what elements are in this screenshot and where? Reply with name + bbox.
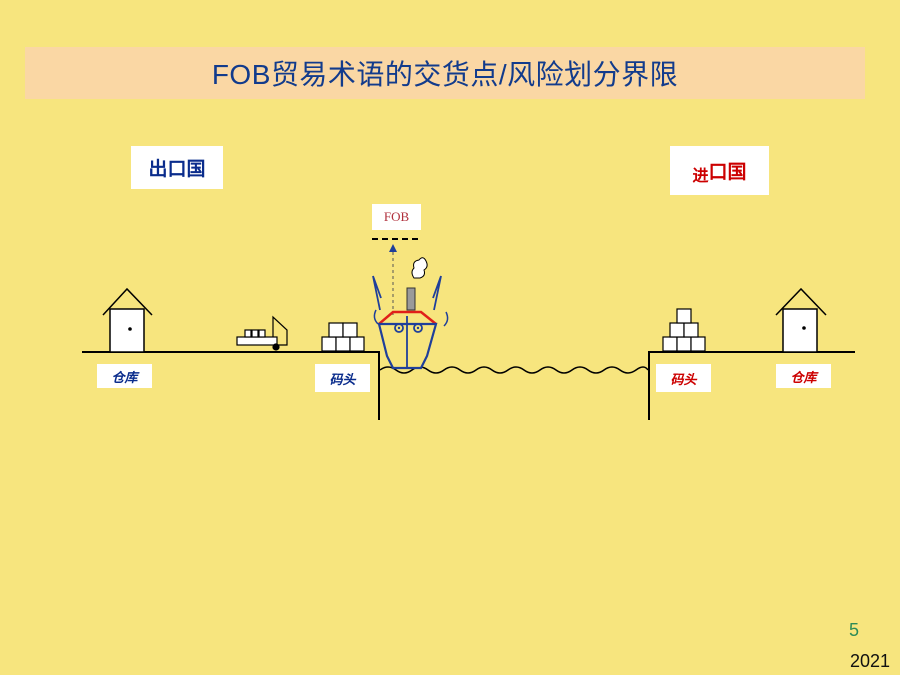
ship-rail-arrow-head xyxy=(389,244,397,252)
export-country-label: 出口国 xyxy=(131,146,223,189)
warehouse-left-label: 仓库 xyxy=(97,364,152,388)
cargo-boxes-right-icon xyxy=(662,308,706,352)
import-country-prefix: 进 xyxy=(692,165,709,185)
warehouse-right-icon xyxy=(775,287,827,353)
dock-right-text: 码头 xyxy=(670,372,697,388)
water-wave xyxy=(379,366,649,374)
warehouse-right-text: 仓库 xyxy=(790,370,817,386)
warehouse-left-text: 仓库 xyxy=(111,370,138,386)
ship-icon xyxy=(372,257,449,370)
page-title: FOB贸易术语的交货点/风险划分界限 xyxy=(211,59,679,90)
cargo-boxes-left-icon xyxy=(321,322,365,352)
title-bar: FOB贸易术语的交货点/风险划分界限 xyxy=(25,47,865,99)
fob-label: FOB xyxy=(372,204,421,230)
import-country-label: 进口国 xyxy=(670,146,769,195)
dock-left-label: 码头 xyxy=(315,364,370,392)
dock-left-text: 码头 xyxy=(329,372,356,388)
year-label: 2021 xyxy=(850,651,891,671)
warehouse-right-label: 仓库 xyxy=(776,364,831,388)
dock-right-label: 码头 xyxy=(656,364,711,392)
export-country-text: 出口国 xyxy=(148,158,206,180)
warehouse-left-icon xyxy=(102,287,153,353)
fob-label-text: FOB xyxy=(383,209,410,224)
truck-icon xyxy=(236,315,288,351)
page-number: 5 xyxy=(849,620,860,640)
import-country-rest: 口国 xyxy=(708,161,747,183)
